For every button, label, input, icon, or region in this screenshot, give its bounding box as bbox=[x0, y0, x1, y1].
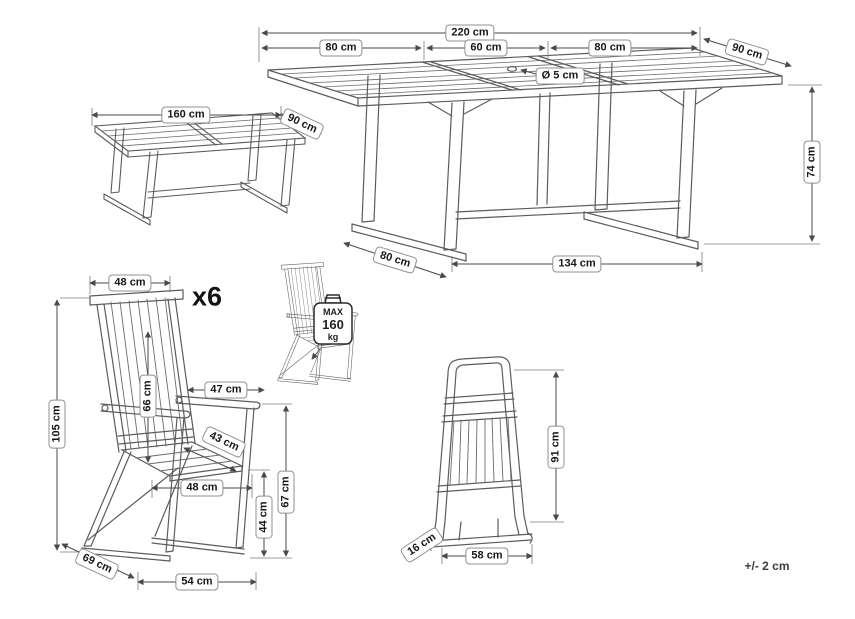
label-small-table-length: 160 cm bbox=[161, 106, 211, 124]
label-table-height: 74 cm bbox=[803, 140, 821, 184]
label-table-center-leaf: 60 cm bbox=[464, 39, 508, 57]
max-load-label-value: 160 bbox=[322, 317, 344, 332]
label-table-base-length: 134 cm bbox=[552, 255, 602, 273]
max-load-label-unit: kg bbox=[328, 332, 339, 342]
label-chair-base-width: 54 cm bbox=[175, 573, 219, 591]
label-folded-height: 91 cm bbox=[547, 425, 565, 469]
max-load-badge bbox=[311, 294, 353, 360]
label-chair-seat-height: 44 cm bbox=[255, 495, 273, 539]
label-chair-seat-width: 48 cm bbox=[180, 479, 224, 497]
label-chair-armrest-height: 67 cm bbox=[277, 470, 295, 514]
chair-quantity: x6 bbox=[191, 281, 223, 312]
label-chair-back-width: 48 cm bbox=[108, 274, 152, 292]
tolerance-note: +/- 2 cm bbox=[744, 559, 790, 573]
label-chair-armrest-depth: 47 cm bbox=[204, 381, 248, 399]
label-table-left-leaf: 80 cm bbox=[319, 39, 363, 57]
label-folded-width: 58 cm bbox=[465, 547, 509, 565]
label-chair-backrest-height: 66 cm bbox=[139, 374, 157, 418]
large-table-drawing bbox=[267, 47, 783, 262]
umbrella-hole bbox=[506, 66, 518, 72]
max-load-label-max: MAX bbox=[323, 307, 343, 317]
small-table-drawing bbox=[93, 112, 307, 226]
dim-pointer-umbrella-hole bbox=[520, 68, 537, 75]
chair-drawing bbox=[81, 289, 261, 562]
dim-line-chair-43 bbox=[183, 447, 237, 472]
label-table-right-leaf: 80 cm bbox=[588, 39, 632, 57]
label-umbrella-hole: Ø 5 cm bbox=[535, 67, 585, 85]
label-chair-total-height: 105 cm bbox=[48, 399, 66, 449]
folded-chair-drawing bbox=[428, 356, 533, 551]
